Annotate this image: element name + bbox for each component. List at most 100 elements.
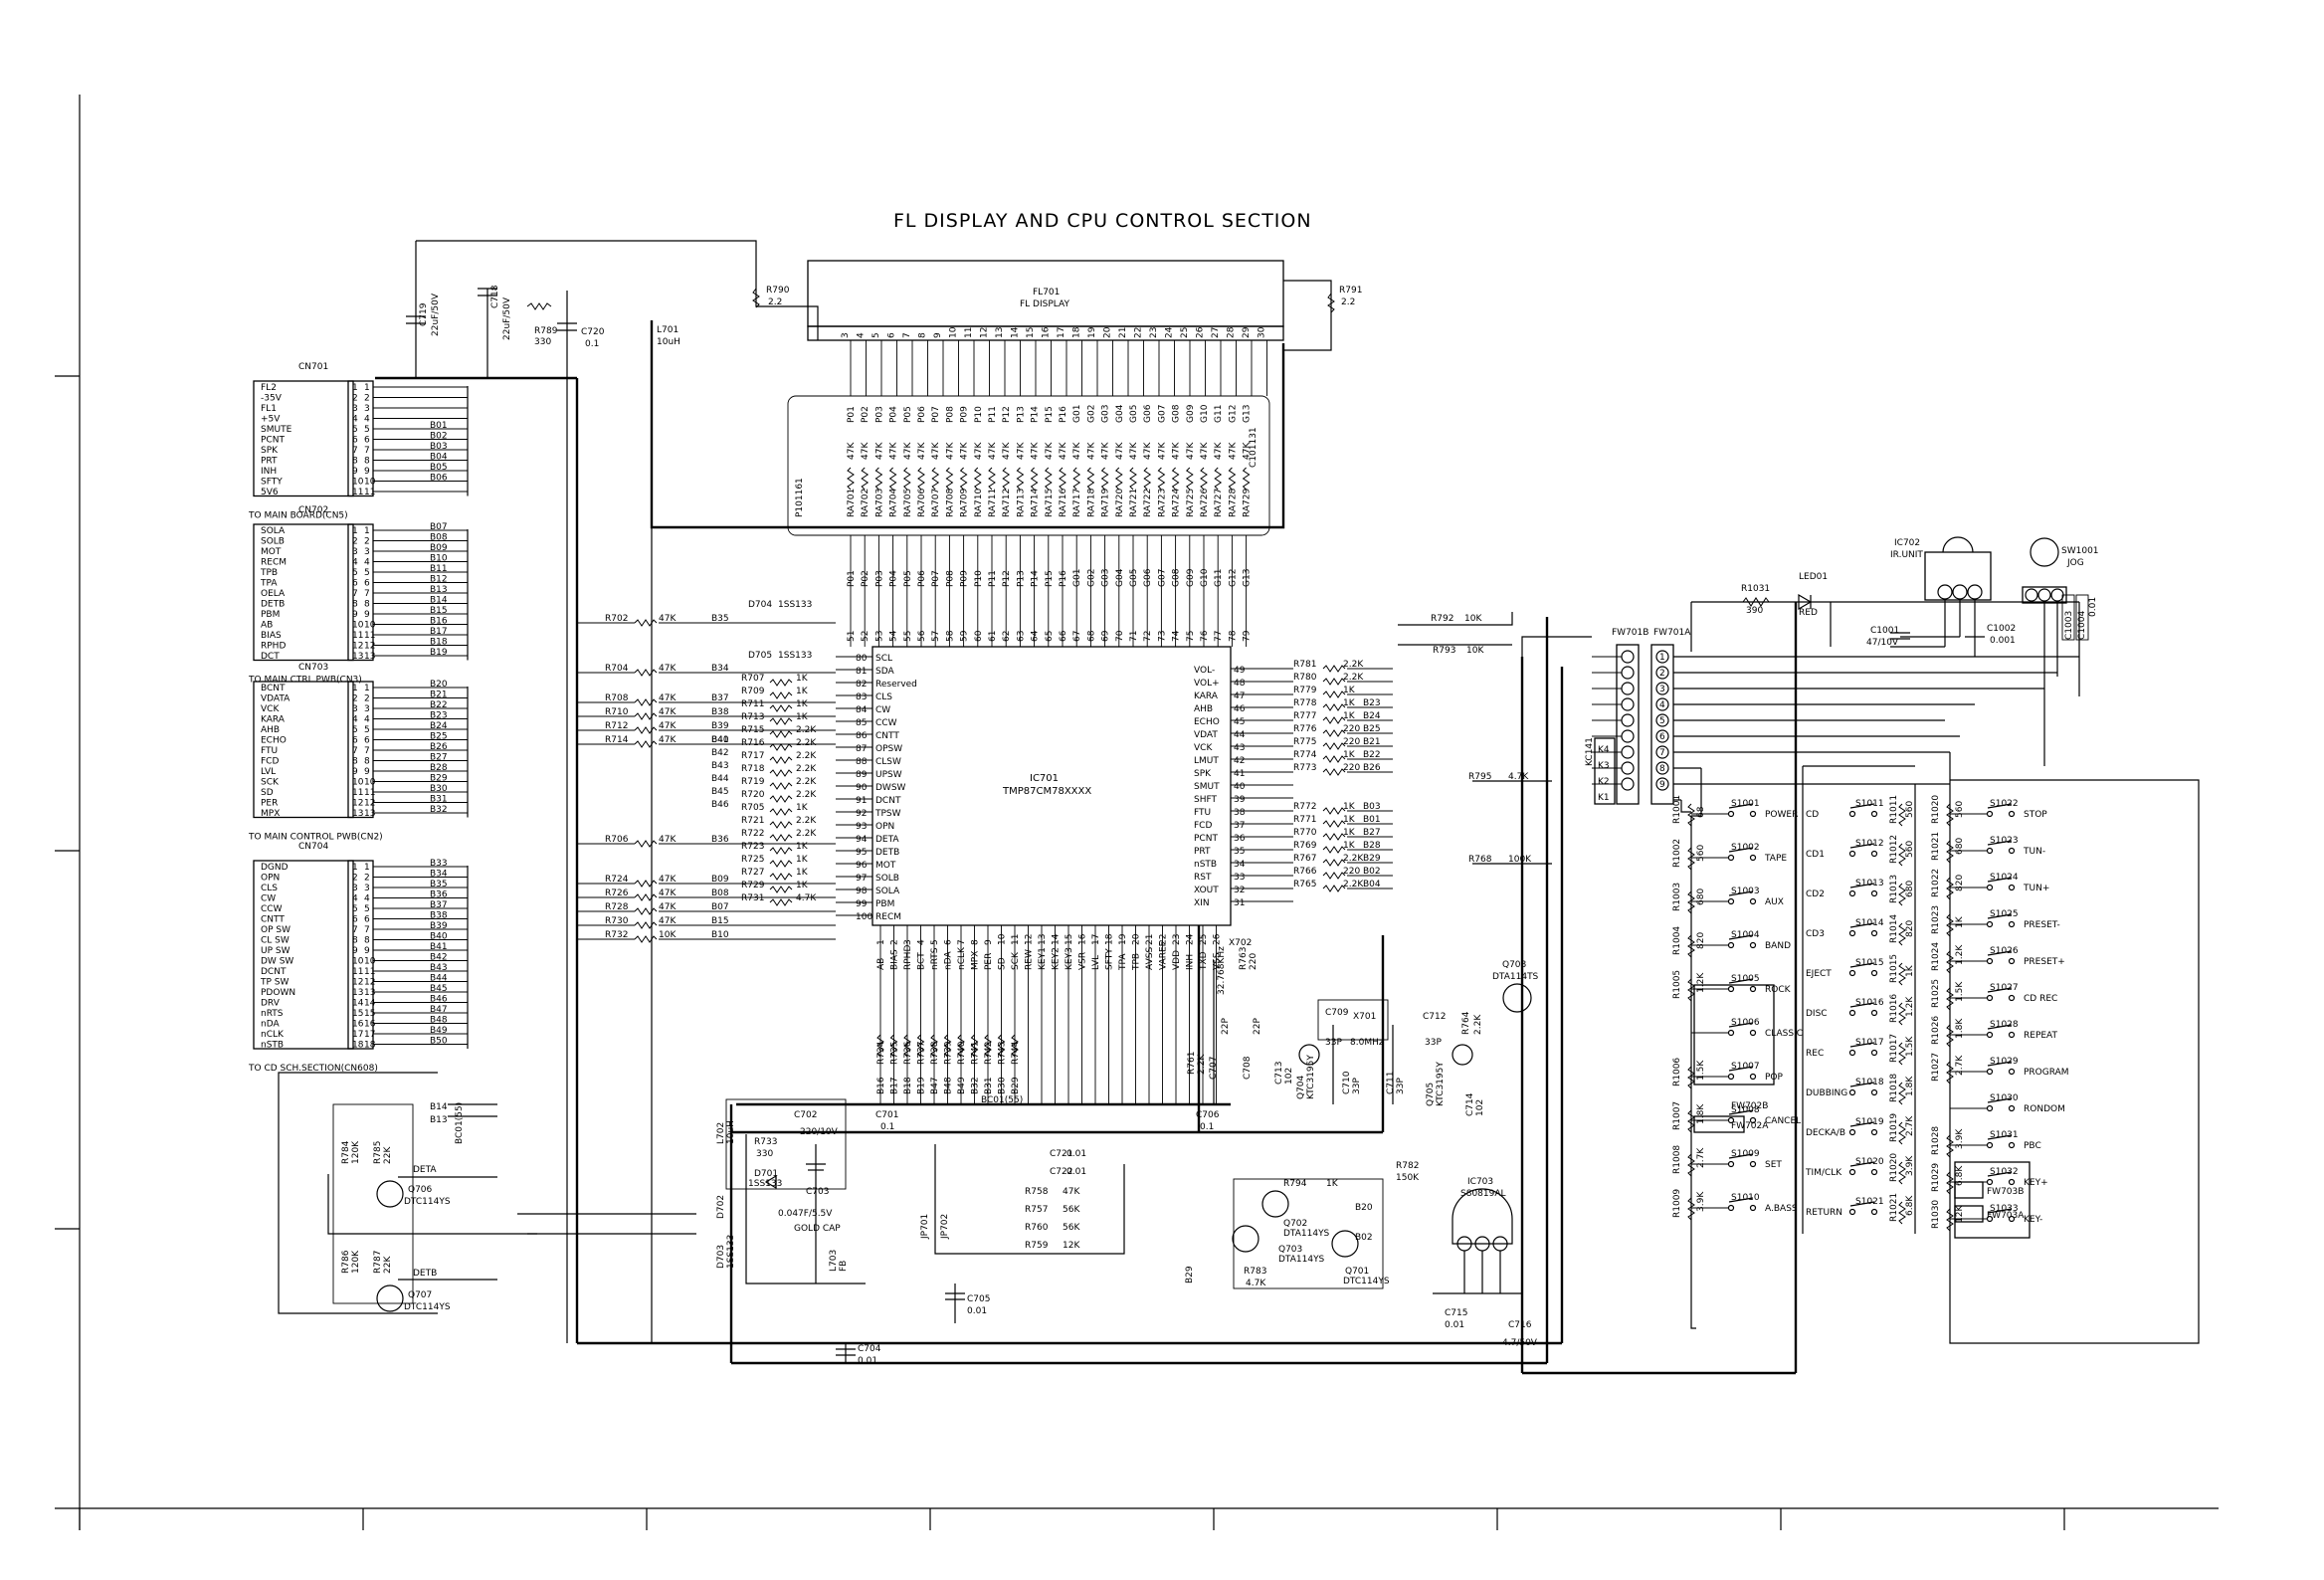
bottom-resistor-ref: R736 <box>903 1041 913 1065</box>
cpu-left-pin-number: 85 <box>856 718 867 728</box>
cpu-bottom-pin-number: 10 <box>998 933 1008 945</box>
connector-pin-number-right: 4 <box>364 894 370 904</box>
cpu-right-pin-name: FCD <box>1194 821 1212 831</box>
key-resistor-ref: R1023 <box>1931 905 1941 934</box>
connector-pin-name: FL1 <box>261 404 277 414</box>
resistor-ref: RA715 <box>1045 489 1055 517</box>
key-resistor <box>1946 803 1954 827</box>
segment-name: P16 <box>1059 406 1068 423</box>
b29-label: B29 <box>1185 1266 1195 1284</box>
right-bus-label: B27 <box>1363 828 1381 838</box>
cpu-segment-name: G12 <box>1228 569 1238 587</box>
key-label: PRESET- <box>2024 920 2060 930</box>
right-resistor-value: 220 <box>1343 763 1360 773</box>
bus-label: B26 <box>430 742 448 752</box>
fl-pin-number: 12 <box>980 327 990 338</box>
sw1001-name: JOG <box>2066 558 2084 568</box>
resistor-ref: RA711 <box>988 489 998 517</box>
connector-pin-number-right: 13 <box>364 988 375 998</box>
bus-label: B24 <box>430 721 448 731</box>
right-resistor-value: 1K <box>1343 802 1356 812</box>
series-resistor-ref: R729 <box>741 881 765 890</box>
connector-pin-number: 7 <box>352 446 358 456</box>
bus-label: B44 <box>430 974 448 984</box>
bus-label: B03 <box>430 442 448 452</box>
left-bus-label: B08 <box>711 889 729 898</box>
connector-pin-number: 3 <box>352 404 358 414</box>
switch-contact <box>1986 1068 1994 1076</box>
cpu-top-pin: 77 <box>1214 631 1224 642</box>
fl-pin-number: 17 <box>1057 327 1066 338</box>
right-resistor <box>1322 678 1346 686</box>
series-resistor <box>769 782 793 790</box>
resistor-value: 47K <box>1143 442 1153 460</box>
pulldown-resistor <box>931 467 940 491</box>
connector-pin-number-right: 10 <box>364 778 376 788</box>
switch-contact <box>2008 994 2016 1002</box>
connector-pin-number: 5 <box>352 904 358 914</box>
key-resistor-value: 680 <box>1905 881 1915 897</box>
bottom-resistor <box>984 1034 992 1058</box>
connector-pin-name: SFTY <box>261 478 283 488</box>
series-resistor-ref: R709 <box>741 687 765 696</box>
key-resistor <box>1898 1161 1906 1185</box>
pulldown-resistor <box>1228 467 1237 491</box>
ic703-ref: IC703 <box>1467 1177 1493 1187</box>
r795-value: 4.7K <box>1508 772 1529 782</box>
fw701b-pin <box>1621 682 1635 695</box>
connector-pin-number: 5 <box>352 568 358 578</box>
key-resistor-value: 1.2K <box>1955 944 1965 965</box>
resistor-value: 47K <box>1186 442 1196 460</box>
segment-name: G01 <box>1072 405 1082 423</box>
key-line-label: K1 <box>1598 793 1610 803</box>
connector-pin-block <box>347 523 374 662</box>
pulldown-resistor <box>1242 467 1251 491</box>
key-resistor-ref: R1021 <box>1931 832 1941 861</box>
key-switch-ref: S1014 <box>1855 918 1884 928</box>
r786-ref: R786 <box>341 1250 351 1274</box>
left-resistor <box>634 935 658 943</box>
bus-label: B42 <box>430 953 448 963</box>
connector-ref: CN703 <box>298 663 328 673</box>
fw701a-pin-number: 2 <box>1659 669 1665 679</box>
c712-value: 33P <box>1425 1038 1442 1048</box>
switch-contact <box>1727 941 1735 949</box>
cpu-segment-name: P11 <box>988 570 998 587</box>
left-resistor-value: 47K <box>659 614 677 624</box>
right-resistor-value: 1K <box>1343 828 1356 838</box>
segment-name: G06 <box>1143 404 1153 423</box>
cpu-segment-name: G08 <box>1172 568 1182 587</box>
bus-label: B38 <box>430 911 448 921</box>
resistor-value: 47K <box>861 442 871 460</box>
key-resistor-ref: R1024 <box>1931 942 1941 971</box>
r768-value: 100K <box>1508 855 1532 865</box>
key-resistor-ref: R1018 <box>1889 1074 1899 1102</box>
fl701-name: FL DISPLAY <box>1020 299 1069 309</box>
switch-contact <box>1848 1168 1856 1176</box>
resistor-ref: RA717 <box>1072 489 1082 517</box>
segment-name: P14 <box>1031 406 1041 423</box>
d704-ref: D704 <box>748 600 772 610</box>
key-resistor <box>1946 1171 1954 1195</box>
key-resistor <box>1687 1066 1695 1089</box>
series-resistor-value: 2.2K <box>796 751 817 761</box>
cpu-top-pin: 59 <box>960 630 970 642</box>
connector-pin-number: 7 <box>352 925 358 935</box>
key-switch-ref: S1012 <box>1855 839 1884 849</box>
bottom-resistor <box>957 1034 965 1058</box>
connector-block <box>253 681 354 819</box>
r784-ref: R784 <box>341 1140 351 1164</box>
fw701a-pin <box>1655 697 1669 711</box>
cpu-ic701: IC701 TMP87CM78XXXX SCL80SDA81Reserved82… <box>577 600 1393 1104</box>
key-resistor-value: 1.5K <box>1905 1036 1915 1057</box>
right-resistor-value: 220 <box>1343 867 1360 877</box>
connector-pin-number-right: 4 <box>364 715 370 725</box>
left-resistor-ref: R728 <box>605 902 629 912</box>
cpu-right-pin-name: nSTB <box>1194 860 1217 870</box>
switch-lever <box>1987 1208 2013 1214</box>
fl-pin-number: 25 <box>1180 327 1190 338</box>
switch-lever <box>1987 987 2013 993</box>
key-resistor <box>1898 1002 1906 1026</box>
key-label: CD1 <box>1806 850 1825 860</box>
ic703-reset: IC703 S80819AL C715 0.01 C716 4.7/50V <box>1433 1177 1538 1348</box>
